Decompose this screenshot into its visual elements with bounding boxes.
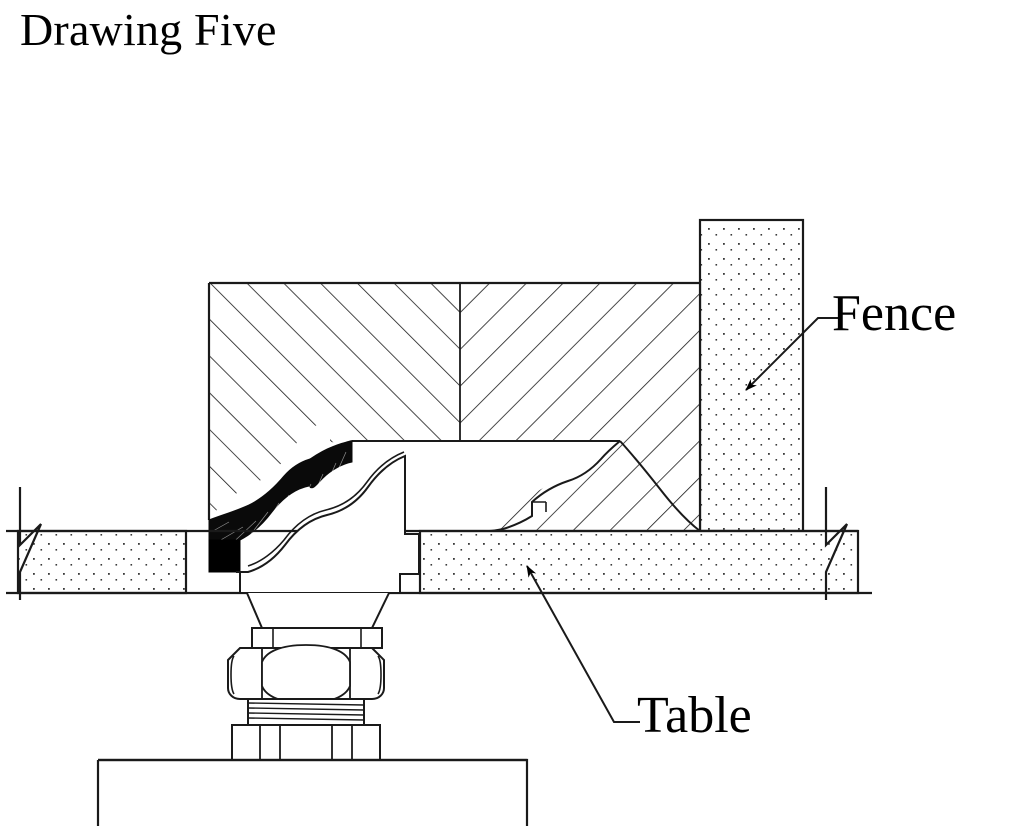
- leader-lines: [526, 317, 838, 723]
- nut-barrel-chamfer: [261, 644, 351, 704]
- table-right-segment: [418, 529, 860, 595]
- workpiece-part: [207, 281, 702, 531]
- table-break-line-left: [18, 487, 43, 600]
- waste-corner-block: [208, 539, 241, 573]
- shank-neck: [246, 592, 390, 629]
- profile-quirk-step: [532, 501, 547, 512]
- router-body-outline: [96, 758, 529, 826]
- table-left-segment: [16, 529, 188, 595]
- spindle-collar: [231, 724, 381, 761]
- profile-right-tail: [619, 440, 701, 532]
- workpiece-outline-top: [209, 281, 702, 531]
- table-leader-line: [526, 565, 640, 723]
- table-label: Table: [637, 687, 752, 744]
- fence-part: [698, 218, 805, 533]
- table-break-line-right: [824, 487, 849, 600]
- fence-label: Fence: [832, 285, 957, 342]
- thread-lines: [247, 702, 365, 721]
- spindle-collar-body: [231, 724, 381, 761]
- router-body: [96, 758, 529, 826]
- shank-assembly: [246, 592, 390, 649]
- table-part: [6, 487, 872, 600]
- cutter-pilot-step: [404, 456, 420, 574]
- workpiece-arch-void: [352, 441, 620, 531]
- nut-right-round: [377, 655, 382, 695]
- threaded-section: [247, 698, 365, 726]
- cutter-body: [239, 454, 420, 594]
- waste-band-upper: [309, 440, 353, 489]
- fence-leader-line: [745, 317, 838, 391]
- fence-block: [698, 218, 805, 533]
- removed-material: [208, 440, 353, 573]
- profile-right-flank: [488, 440, 621, 532]
- nut-left-round: [230, 655, 235, 695]
- waste-band: [208, 458, 311, 563]
- collet-nut: [227, 644, 385, 704]
- cutter-edge-relief: [247, 451, 405, 567]
- page-title: Drawing Five: [20, 4, 277, 55]
